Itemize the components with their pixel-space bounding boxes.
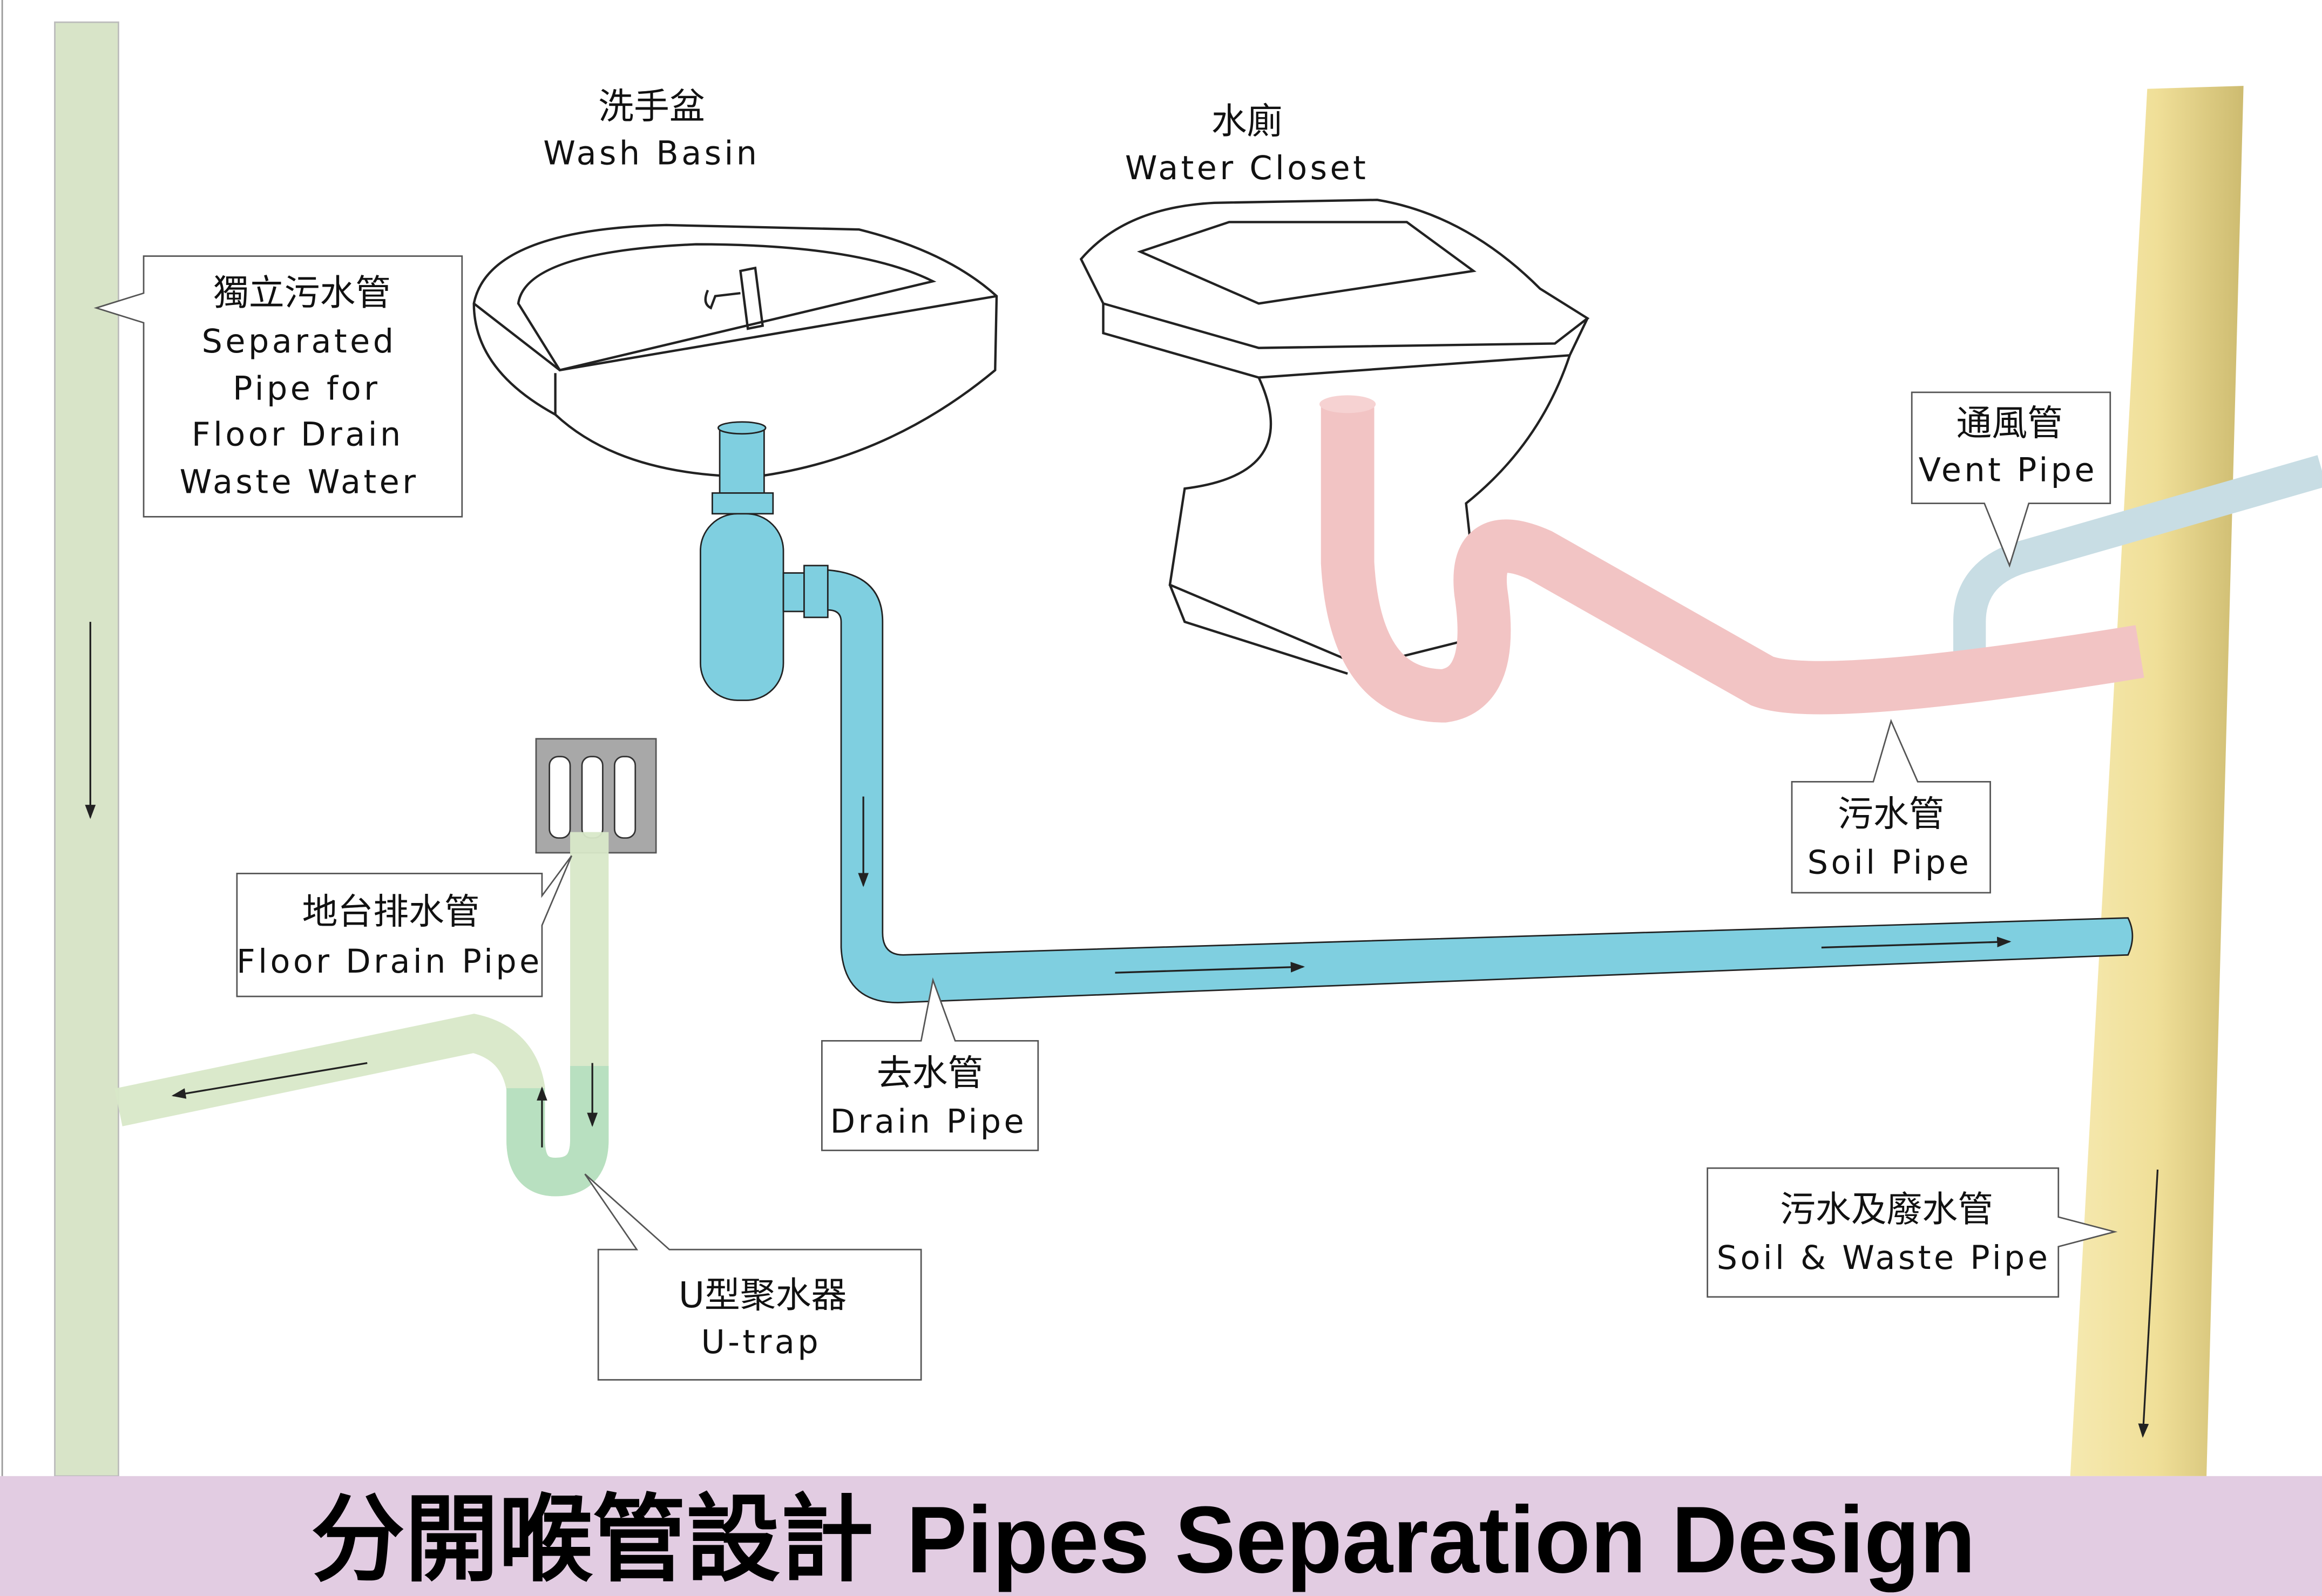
callout-separated-pipe: 獨立污水管 Separated Pipe for Floor Drain Was…	[93, 255, 463, 518]
flow-arrow	[1821, 936, 2012, 949]
label-zh: 去水管	[877, 1052, 983, 1094]
floor-drain-grate	[535, 738, 657, 854]
callout-u-trap: U型聚水器 U-trap	[584, 1173, 922, 1381]
label-en: Drain Pipe	[830, 1103, 1027, 1140]
label-en: Pipe for	[233, 370, 380, 408]
soil-pipe	[1321, 407, 2144, 723]
label-zh: 獨立污水管	[213, 272, 391, 314]
wash-basin	[472, 223, 998, 478]
label-zh: 污水及廢水管	[1780, 1188, 1993, 1230]
label-en: Floor Drain	[192, 416, 404, 454]
label-en: Floor Drain Pipe	[236, 943, 543, 981]
callout-vent-pipe: 通風管 Vent Pipe	[1911, 391, 2111, 568]
vent-pipe	[1953, 455, 2322, 659]
drain-pipe	[700, 421, 2134, 1003]
soil-waste-stack	[2070, 86, 2244, 1476]
label-en: Soil Pipe	[1807, 844, 1972, 881]
u-trap	[506, 1065, 609, 1197]
label-en: Soil & Waste Pipe	[1717, 1239, 2051, 1277]
label-zh: 地台排水管	[302, 891, 480, 933]
flow-arrow	[171, 1062, 368, 1099]
callout-soil-waste-pipe: 污水及廢水管 Soil & Waste Pipe	[1707, 1167, 2118, 1298]
wash-basin-label-en: Wash Basin	[543, 134, 760, 172]
title-zh: 分開喉管設計	[311, 1487, 874, 1593]
label-en: Waste Water	[180, 463, 419, 501]
label-zh: U型聚水器	[679, 1274, 847, 1316]
wash-basin-label-zh: 洗手盆	[598, 85, 705, 127]
callout-soil-pipe: 污水管 Soil Pipe	[1791, 718, 1991, 894]
soil-pipe-inlet	[1319, 395, 1376, 413]
callout-drain-pipe: 去水管 Drain Pipe	[821, 977, 1039, 1151]
label-en: Vent Pipe	[1919, 451, 2097, 489]
callout-floor-drain-pipe: 地台排水管 Floor Drain Pipe	[236, 855, 573, 997]
label-en: U-trap	[701, 1323, 822, 1361]
label-zh: 污水管	[1838, 793, 1944, 835]
label-en: Separated	[202, 323, 397, 361]
label-zh: 通風管	[1956, 402, 2062, 444]
flow-arrow	[2138, 1169, 2159, 1438]
separated-pipe	[54, 21, 119, 1477]
title-en: Pipes Separation Design	[906, 1487, 1975, 1593]
water-closet-label-en: Water Closet	[1125, 150, 1369, 187]
title-bar	[0, 1476, 2322, 1596]
flow-arrow	[1115, 962, 1305, 974]
water-closet-label-zh: 水廁	[1211, 100, 1283, 142]
